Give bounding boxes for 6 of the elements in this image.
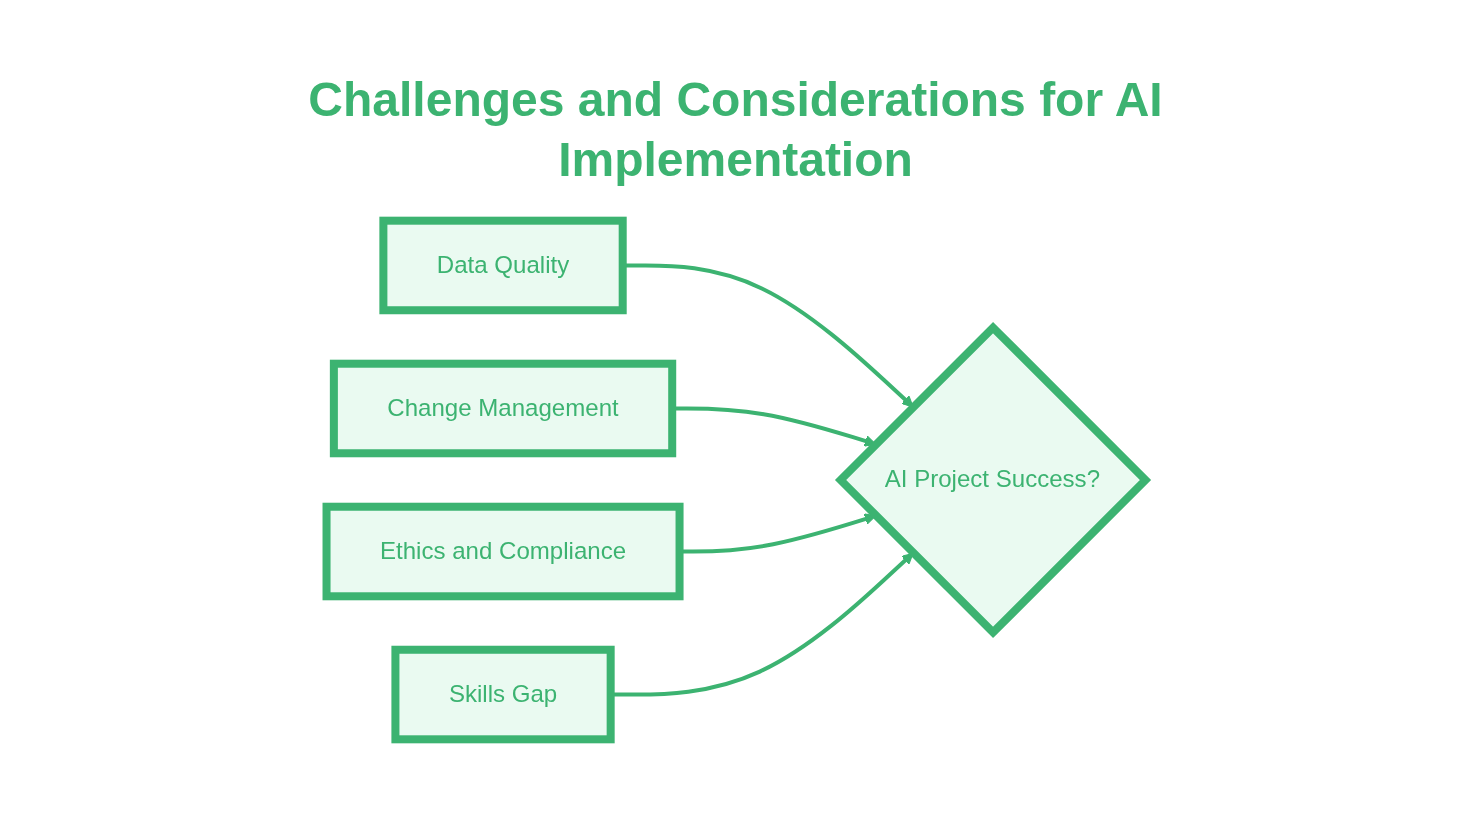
node-box: Data Quality xyxy=(378,216,627,315)
node-diamond: AI Project Success? xyxy=(834,321,1151,639)
node-box: Change Management xyxy=(329,359,676,458)
title: Challenges and Considerations for AI Implementation xyxy=(307,72,1164,188)
node-box: Ethics and Compliance xyxy=(322,502,684,601)
node-box: Skills Gap xyxy=(390,645,615,744)
